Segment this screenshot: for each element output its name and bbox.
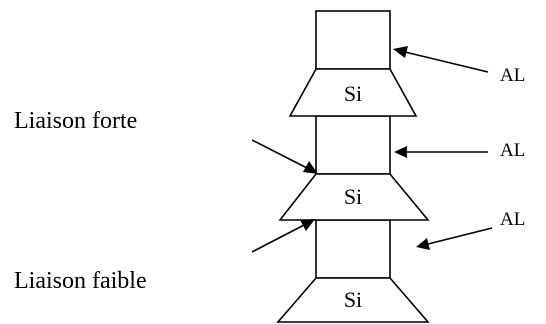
strong-bond-label: Liaison forte xyxy=(14,108,137,134)
si-label-middle: Si xyxy=(344,184,362,209)
si-label-bottom: Si xyxy=(344,287,362,312)
al-label-top: AL xyxy=(500,65,525,86)
al-arrow-bottom xyxy=(416,227,493,250)
si-layer-middle xyxy=(278,173,430,221)
strong-bond-arrow xyxy=(251,139,318,174)
al-label-middle: AL xyxy=(500,140,525,161)
si-layer-top xyxy=(288,68,418,117)
al-layer-top xyxy=(315,10,391,70)
al-arrow-top xyxy=(393,46,489,73)
al-label-bottom: AL xyxy=(500,209,525,230)
si-label-top: Si xyxy=(344,81,362,106)
weak-bond-arrow xyxy=(251,219,315,253)
weak-bond-label: Liaison faible xyxy=(14,268,147,294)
si-layer-bottom xyxy=(276,277,430,323)
al-arrow-middle xyxy=(394,146,488,158)
al-layer-bottom xyxy=(315,219,391,279)
al-layer-middle xyxy=(315,115,391,175)
